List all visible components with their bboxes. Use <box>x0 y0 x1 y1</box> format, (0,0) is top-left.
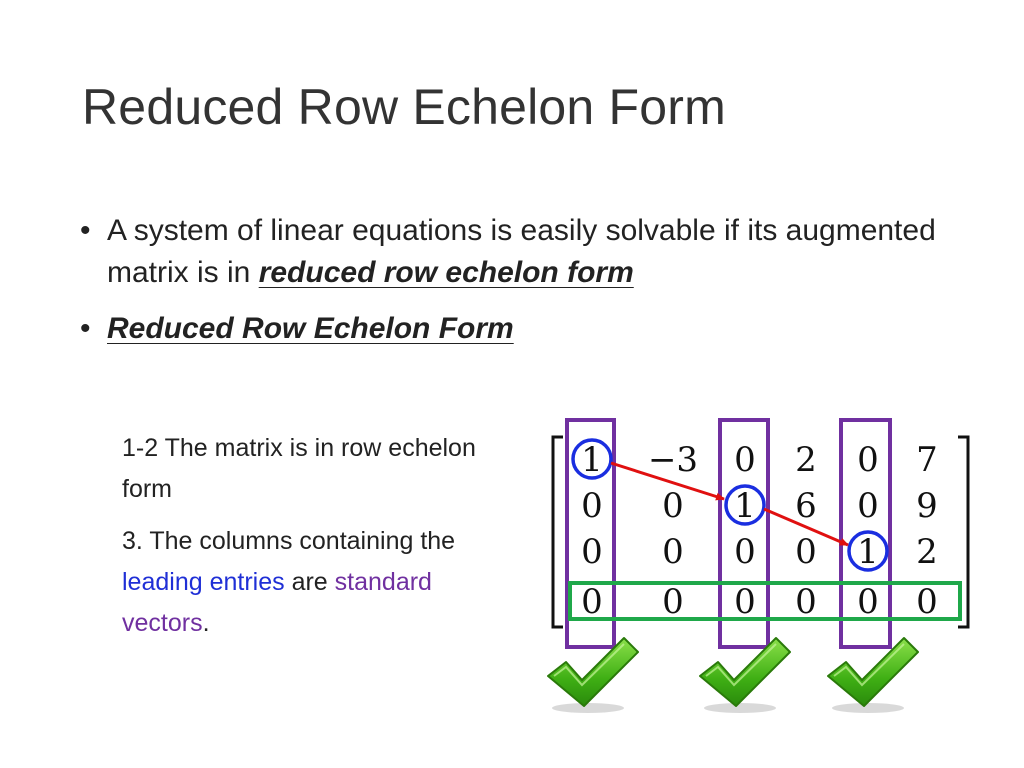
note-text: 3. The columns containing the <box>122 527 456 555</box>
matrix-entry: 0 <box>581 486 603 526</box>
matrix-entry: 2 <box>795 440 817 480</box>
bullet-list: • A system of linear equations is easily… <box>80 210 960 350</box>
matrix-entry: 0 <box>916 582 938 622</box>
matrix-entry: 6 <box>795 486 817 526</box>
pivot-circle <box>571 438 613 480</box>
check-icon <box>827 637 919 713</box>
zero-row-box <box>568 581 962 621</box>
matrix-entry: 7 <box>916 440 938 480</box>
matrix-entry: 9 <box>916 486 938 526</box>
note-text: . <box>202 609 210 637</box>
bullet-emphasis: reduced row echelon form <box>258 256 634 289</box>
matrix-entry: 1 <box>734 486 756 526</box>
pivot-column-box <box>839 418 892 649</box>
check-icon <box>699 637 791 713</box>
matrix-entry: 0 <box>581 582 603 622</box>
matrix-entry: 0 <box>857 440 879 480</box>
bullet-text: A system of linear equations is easily s… <box>107 214 936 289</box>
pivot-arrow <box>610 461 725 501</box>
matrix-entry: 0 <box>734 532 756 572</box>
pivot-circle <box>847 530 889 572</box>
bullet-item: • A system of linear equations is easily… <box>80 210 960 294</box>
matrix-entry: −3 <box>648 440 698 480</box>
bullet-item: • Reduced Row Echelon Form <box>80 308 960 350</box>
matrix-entry: 0 <box>581 532 603 572</box>
pivot-arrow <box>763 507 849 547</box>
slide-title: Reduced Row Echelon Form <box>82 79 726 135</box>
bullet-dot: • <box>80 214 91 247</box>
matrix-entry: 0 <box>734 440 756 480</box>
right-bracket <box>958 435 970 629</box>
pivot-column-box <box>565 418 616 649</box>
matrix-entry: 1 <box>857 532 879 572</box>
matrix-entry: 2 <box>916 532 938 572</box>
matrix-entry: 1 <box>581 440 603 480</box>
check-icon <box>547 637 639 713</box>
pivot-circle <box>724 484 766 526</box>
matrix-entry: 0 <box>795 582 817 622</box>
bullet-emphasis: Reduced Row Echelon Form <box>107 312 514 345</box>
matrix-entry: 0 <box>662 532 684 572</box>
left-bracket <box>551 435 563 629</box>
leading-entries-text: leading entries <box>122 568 285 596</box>
matrix-entry: 0 <box>857 486 879 526</box>
matrix-entry: 0 <box>857 582 879 622</box>
note-standard-vectors: 3. The columns containing the leading en… <box>122 521 502 644</box>
pivot-column-box <box>718 418 770 649</box>
matrix-entry: 0 <box>734 582 756 622</box>
matrix-entry: 0 <box>795 532 817 572</box>
matrix-entry: 0 <box>662 486 684 526</box>
note-text: are <box>284 568 335 596</box>
bullet-dot: • <box>80 312 91 345</box>
matrix-entry: 0 <box>662 582 684 622</box>
note-row-echelon: 1-2 The matrix is in row echelon form <box>122 434 476 503</box>
standard-vectors-text: standard vectors <box>122 568 432 637</box>
